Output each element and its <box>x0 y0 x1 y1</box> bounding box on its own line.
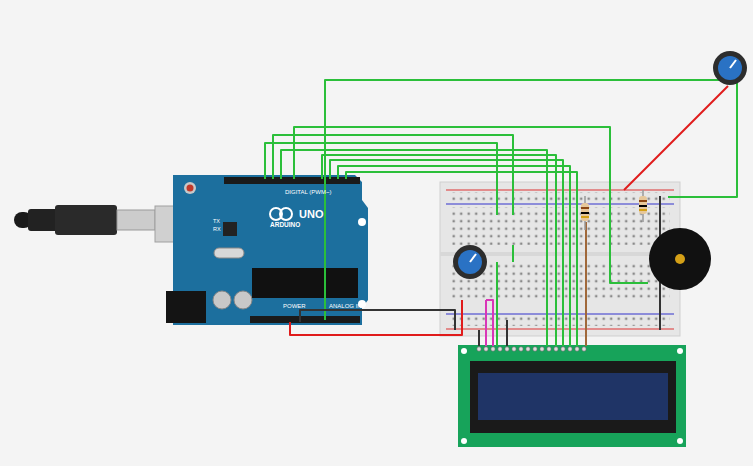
pin-label: TX <box>213 219 220 225</box>
wires <box>265 70 737 346</box>
breadboard <box>440 182 680 336</box>
board-brand: ARDUINO <box>270 222 300 229</box>
board-model: UNO <box>299 209 323 220</box>
header-label: DIGITAL (PWM~) <box>285 189 332 195</box>
resistors <box>581 190 647 230</box>
lcd-display <box>458 345 686 447</box>
buzzer <box>649 228 711 290</box>
usb-cable <box>14 205 201 242</box>
pin-label: RX <box>213 227 221 233</box>
arduino-board: UNO ARDUINO DIGITAL (PWM~) TX RX POWER ANALOG … <box>173 175 368 325</box>
header-label: POWER <box>283 303 306 309</box>
header-label: ANALOG IN <box>329 303 362 309</box>
arduino-board <box>166 175 368 325</box>
